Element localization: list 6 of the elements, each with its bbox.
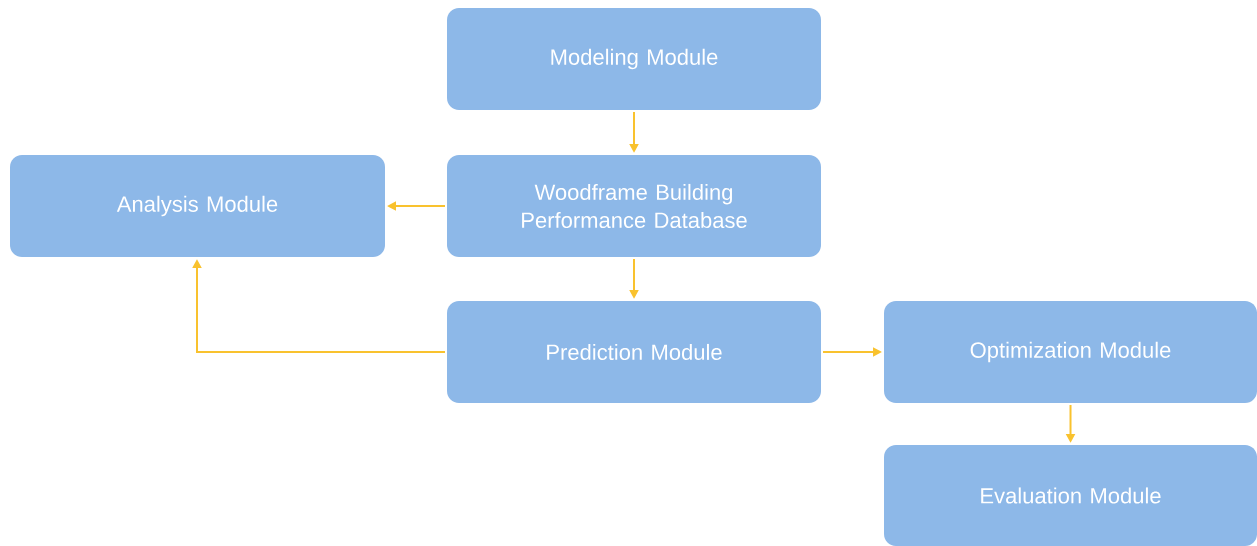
module-box: Prediction Module — [447, 301, 821, 403]
module-box: Analysis Module — [10, 155, 385, 257]
module-box: Optimization Module — [884, 301, 1257, 403]
module-box: Evaluation Module — [884, 445, 1257, 546]
module-box: Woodframe Building Performance Database — [447, 155, 821, 257]
module-box: Modeling Module — [447, 8, 821, 110]
